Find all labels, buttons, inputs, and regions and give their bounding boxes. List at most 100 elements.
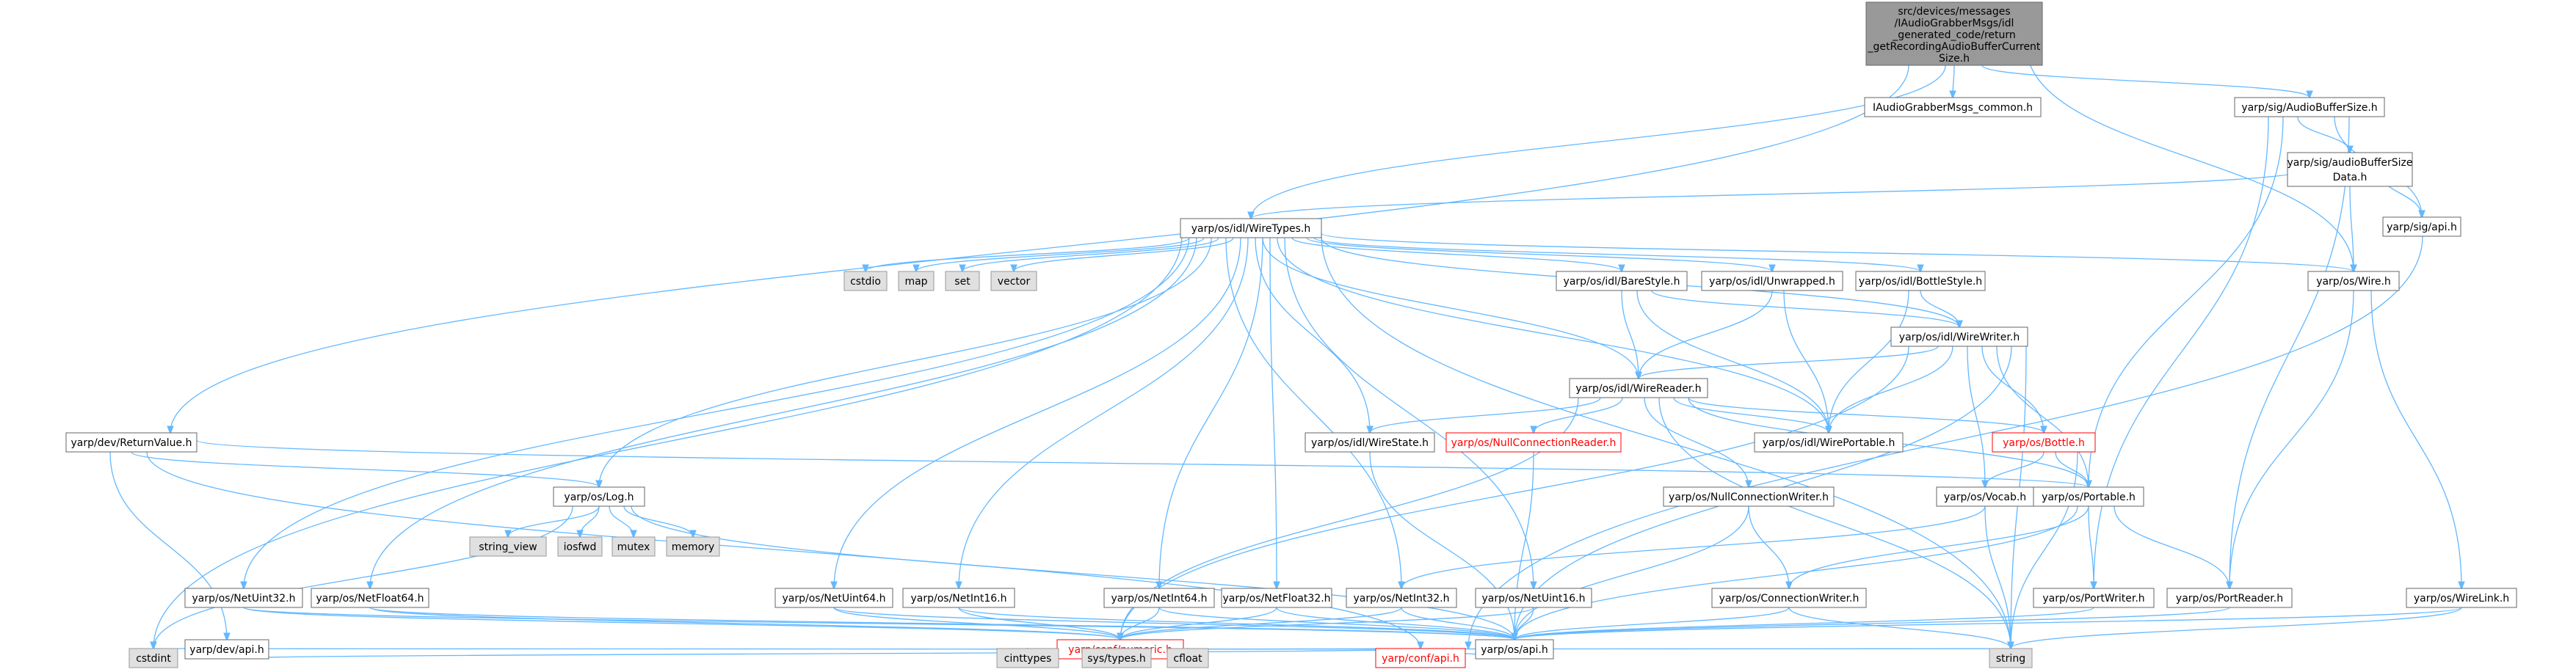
edge-55	[1688, 397, 2044, 433]
edge-44	[1639, 346, 1939, 379]
root-line-1: src/devices/messages	[1898, 6, 2010, 18]
node-wirelink[interactable]: yarp/os/WireLink.h	[2406, 588, 2517, 608]
node-portable[interactable]: yarp/os/Portable.h	[2033, 486, 2144, 507]
node-netint64[interactable]: yarp/os/NetInt64.h	[1103, 588, 1215, 608]
node-sigapi[interactable]: yarp/sig/api.h	[2382, 216, 2461, 237]
node-devapi[interactable]: yarp/dev/api.h	[184, 639, 269, 660]
node-string-view[interactable]: string_view	[469, 536, 547, 557]
node-map[interactable]: map	[898, 271, 935, 291]
edge-98	[1276, 607, 1514, 640]
node-log[interactable]: yarp/os/Log.h	[553, 486, 645, 507]
node-audiobuffersizedata[interactable]: yarp/sig/audioBufferSize Data.h	[2287, 152, 2413, 187]
edge-64	[131, 451, 599, 487]
edge-1	[1251, 65, 1946, 219]
node-iosfwd[interactable]: iosfwd	[557, 536, 603, 557]
node-netfloat32[interactable]: yarp/os/NetFloat32.h	[1221, 588, 1332, 608]
edge-74	[2088, 505, 2094, 588]
edge-38	[1651, 290, 1959, 327]
node-root-file[interactable]: src/devices/messages /IAudioGrabberMsgs/…	[1865, 1, 2043, 66]
edge-75	[2114, 505, 2229, 588]
edge-45	[1829, 346, 1953, 433]
node-cfloat[interactable]: cfloat	[1167, 648, 1209, 668]
edge-61	[2055, 451, 2089, 487]
edge-12	[2349, 186, 2354, 271]
edge-73	[1789, 505, 2089, 588]
edge-8	[2094, 116, 2269, 588]
node-label: yarp/os/idl/BottleStyle.h	[1859, 276, 1982, 288]
edge-28	[370, 235, 1197, 588]
node-label: yarp/os/idl/WireReader.h	[1575, 383, 1701, 395]
edge-62	[2011, 451, 2078, 649]
edge-67	[1369, 451, 1514, 640]
edge-77	[2229, 290, 2354, 588]
edge-91	[1120, 607, 1402, 640]
node-netuint16[interactable]: yarp/os/NetUint16.h	[1475, 588, 1592, 608]
node-mutex[interactable]: mutex	[612, 536, 656, 557]
node-memory[interactable]: memory	[666, 536, 720, 557]
edge-40	[1639, 290, 1773, 379]
node-portreader[interactable]: yarp/os/PortReader.h	[2166, 588, 2293, 608]
node-connectionwriter[interactable]: yarp/os/ConnectionWriter.h	[1711, 588, 1867, 608]
node-barestyle[interactable]: yarp/os/idl/BareStyle.h	[1556, 271, 1688, 291]
node-vocab[interactable]: yarp/os/Vocab.h	[1936, 486, 2034, 507]
edge-53	[1534, 397, 1623, 433]
edge-43	[1829, 290, 1909, 433]
node-set[interactable]: set	[945, 271, 980, 291]
edge-2	[1953, 65, 1954, 98]
node-confapi[interactable]: yarp/conf/api.h	[1375, 648, 1466, 668]
node-osapi[interactable]: yarp/os/api.h	[1475, 639, 1554, 660]
node-label: iosfwd	[564, 541, 597, 553]
node-netuint64[interactable]: yarp/os/NetUint64.h	[774, 588, 893, 608]
node-portwriter[interactable]: yarp/os/PortWriter.h	[2033, 588, 2155, 608]
node-netint16[interactable]: yarp/os/NetInt16.h	[902, 588, 1015, 608]
node-label-line-2: Data.h	[2333, 172, 2368, 183]
node-wireportable[interactable]: yarp/os/idl/WirePortable.h	[1754, 432, 1904, 453]
node-returnvalue[interactable]: yarp/dev/ReturnValue.h	[65, 432, 197, 453]
node-wirewriter[interactable]: yarp/os/idl/WireWriter.h	[1890, 326, 2028, 347]
root-line-2: /IAudioGrabberMsgs/idl	[1895, 18, 2014, 29]
node-nullconnectionreader[interactable]: yarp/os/NullConnectionReader.h	[1445, 432, 1622, 453]
node-label: yarp/os/ConnectionWriter.h	[1719, 593, 1860, 605]
edge-35	[153, 234, 1183, 649]
node-cstdint[interactable]: cstdint	[128, 648, 178, 668]
node-cstdio[interactable]: cstdio	[843, 271, 888, 291]
node-unwrapped[interactable]: yarp/os/idl/Unwrapped.h	[1701, 271, 1843, 291]
node-netuint32[interactable]: yarp/os/NetUint32.h	[184, 588, 303, 608]
node-label: yarp/os/Log.h	[564, 492, 634, 503]
node-audiobuffersize[interactable]: yarp/sig/AudioBufferSize.h	[2234, 97, 2385, 117]
node-vector[interactable]: vector	[990, 271, 1037, 291]
node-label: sys/types.h	[1087, 653, 1145, 665]
node-bottle[interactable]: yarp/os/Bottle.h	[1992, 432, 2096, 453]
node-wirestate[interactable]: yarp/os/idl/WireState.h	[1305, 432, 1435, 453]
edge-16	[962, 237, 1219, 271]
edge-10	[1251, 169, 2306, 219]
edge-68	[1514, 451, 1534, 640]
node-label: vector	[998, 276, 1031, 288]
node-label: yarp/os/idl/Unwrapped.h	[1709, 276, 1835, 288]
node-label: yarp/os/Bottle.h	[2003, 437, 2085, 449]
edge-48	[1996, 346, 2089, 487]
node-netfloat64[interactable]: yarp/os/NetFloat64.h	[311, 588, 429, 608]
node-label: memory	[672, 541, 715, 553]
node-nullconnectionwriter[interactable]: yarp/os/NullConnectionWriter.h	[1663, 486, 1835, 507]
node-label: yarp/os/NetInt16.h	[910, 593, 1006, 605]
edge-85	[243, 607, 1120, 640]
edge-31	[1159, 237, 1263, 588]
node-cinttypes[interactable]: cinttypes	[996, 648, 1059, 668]
node-string[interactable]: string	[1989, 648, 2033, 668]
node-netint32[interactable]: yarp/os/NetInt32.h	[1346, 588, 1457, 608]
edge-84	[153, 505, 573, 649]
node-wiretypes[interactable]: yarp/os/idl/WireTypes.h	[1180, 218, 1322, 238]
edge-78	[2370, 290, 2461, 588]
edge-27	[244, 234, 1190, 588]
node-common[interactable]: IAudioGrabberMsgs_common.h	[1864, 97, 2042, 117]
node-systypes[interactable]: sys/types.h	[1081, 648, 1152, 668]
edge-13	[1468, 235, 2423, 649]
node-wirereader[interactable]: yarp/os/idl/WireReader.h	[1569, 378, 1708, 398]
node-bottlestyle[interactable]: yarp/os/idl/BottleStyle.h	[1855, 271, 1986, 291]
node-wire[interactable]: yarp/os/Wire.h	[2307, 271, 2400, 291]
edge-15	[916, 237, 1205, 271]
edge-80	[580, 505, 600, 537]
edge-5	[2297, 116, 2350, 153]
edge-39	[1636, 290, 1829, 433]
